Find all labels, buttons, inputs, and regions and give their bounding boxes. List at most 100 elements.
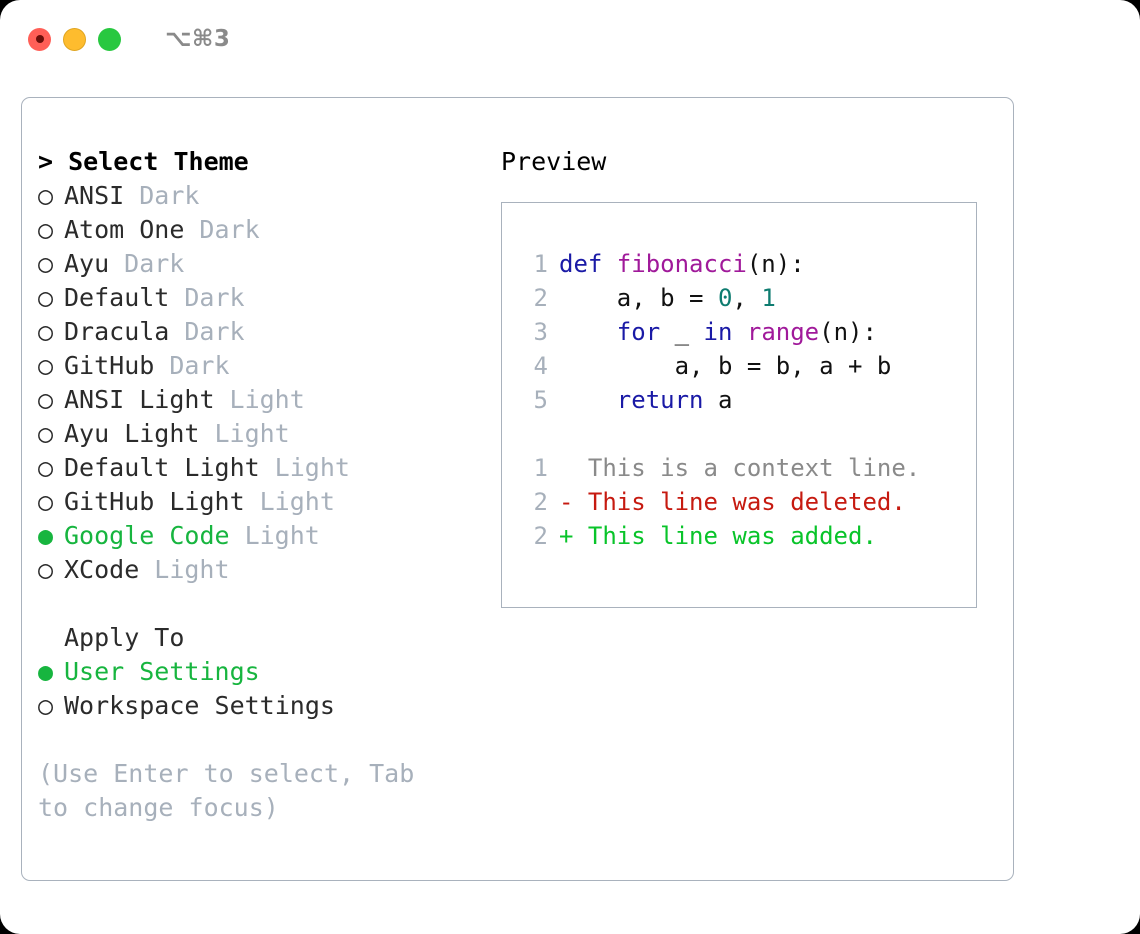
code-token-punc: (n): [819, 318, 877, 346]
radio-unselected-icon: ○ [38, 385, 54, 414]
theme-option-ayu-light[interactable]: ○ Ayu Light Light [38, 417, 490, 451]
line-number: 4 [533, 352, 548, 380]
radio-selected-icon: ● [38, 657, 54, 686]
theme-variant-badge: Dark [199, 215, 260, 244]
apply-to-option-user-settings[interactable]: ● User Settings [38, 655, 490, 689]
diff-marker: + [559, 522, 574, 550]
theme-list-header: > Select Theme [38, 147, 249, 176]
code-token-num: 0 [717, 284, 733, 312]
minimize-button[interactable] [63, 27, 86, 51]
theme-option-label: Default Light [64, 453, 260, 482]
code-token-kw: return [616, 386, 704, 414]
theme-variant-badge: Light [214, 419, 290, 448]
theme-variant-badge: Dark [184, 317, 245, 346]
code-token-plain [732, 318, 746, 346]
code-line-content: def fibonacci(n): [559, 247, 805, 281]
close-button[interactable] [28, 27, 51, 51]
code-token-plain: _ [660, 318, 704, 346]
code-token-fn: fibonacci [616, 250, 747, 278]
line-number: 2 [533, 488, 548, 516]
theme-option-label: Atom One [64, 215, 185, 244]
apply-to-title: Apply To [64, 623, 185, 652]
theme-option-label: GitHub Light [64, 487, 245, 516]
line-number: 2 [533, 522, 548, 550]
theme-variant-badge: Light [274, 453, 350, 482]
code-token-plain [559, 318, 617, 346]
apply-to-list[interactable]: ● User Settings ○Workspace Settings [38, 655, 490, 723]
code-token-plain: , [732, 284, 762, 312]
radio-unselected-icon: ○ [38, 249, 54, 278]
theme-option-label: Default [64, 283, 170, 312]
theme-option-default[interactable]: ○ Default Dark [38, 281, 490, 315]
maximize-button[interactable] [98, 27, 121, 51]
code-token-plain: a [703, 386, 733, 414]
theme-option-label: Dracula [64, 317, 170, 346]
code-line-content: a, b = 0, 1 [559, 281, 776, 315]
radio-unselected-icon: ○ [38, 419, 54, 448]
code-token-kw: for [616, 318, 661, 346]
theme-option-dracula[interactable]: ○ Dracula Dark [38, 315, 490, 349]
line-number: 2 [533, 284, 548, 312]
line-number: 1 [533, 454, 548, 482]
code-line-content: a, b = b, a + b [559, 349, 892, 383]
code-token-plain: a, b = [559, 284, 718, 312]
apply-to-option-label: User Settings [64, 657, 260, 686]
theme-variant-badge: Dark [184, 283, 245, 312]
code-line: 4 a, b = b, a + b [518, 349, 968, 383]
line-number: 3 [533, 318, 548, 346]
close-icon [35, 35, 44, 43]
diff-line-text: This is a context line. [573, 454, 921, 482]
diff-line-text: This line was deleted. [573, 488, 906, 516]
diff-line-del: 2- This line was deleted. [518, 485, 968, 519]
diff-line-ctx: 1 This is a context line. [518, 451, 968, 485]
keyboard-shortcut-label: ⌥⌘3 [165, 26, 231, 52]
code-line-content: for _ in range(n): [559, 315, 877, 349]
theme-option-label: XCode [64, 555, 140, 584]
radio-unselected-icon: ○ [38, 487, 54, 516]
radio-unselected-icon: ○ [38, 215, 54, 244]
theme-option-label: ANSI Light [64, 385, 215, 414]
theme-variant-badge: Dark [124, 249, 185, 278]
theme-option-ayu[interactable]: ○ Ayu Dark [38, 247, 490, 281]
theme-option-atom-one[interactable]: ○ Atom One Dark [38, 213, 490, 247]
code-token-num: 1 [761, 284, 776, 312]
code-diff-spacer [518, 417, 968, 451]
theme-option-label: Ayu Light [64, 419, 200, 448]
radio-unselected-icon: ○ [38, 317, 54, 346]
diff-sample: 1 This is a context line.2- This line wa… [518, 451, 968, 553]
radio-unselected-icon: ○ [38, 283, 54, 312]
apply-to-section: Apply To ● User Settings ○Workspace Settin… [38, 621, 490, 723]
theme-option-label: GitHub [64, 351, 155, 380]
apply-to-option-label: Workspace Settings [64, 691, 335, 720]
line-number: 5 [533, 386, 548, 414]
radio-unselected-icon: ○ [38, 351, 54, 380]
code-token-plain [559, 386, 617, 414]
theme-option-label: Ayu [64, 249, 110, 278]
theme-option-github[interactable]: ○ GitHub Dark [38, 349, 490, 383]
apply-to-option-workspace-settings[interactable]: ○Workspace Settings [38, 689, 490, 723]
theme-option-label: ANSI [64, 181, 125, 210]
code-token-plain: a, b = b, a + b [559, 352, 892, 380]
diff-marker: - [559, 488, 574, 516]
diff-line-text: This line was added. [573, 522, 877, 550]
code-token-kw: in [703, 318, 733, 346]
theme-variant-badge: Dark [169, 351, 230, 380]
theme-variant-badge: Light [154, 555, 230, 584]
code-token-kw: def [559, 250, 617, 278]
code-line: 5 return a [518, 383, 968, 417]
title-bar: ⌥⌘3 [0, 0, 1140, 78]
code-line: 3 for _ in range(n): [518, 315, 968, 349]
diff-line-add: 2 + This line was added. [518, 519, 968, 553]
